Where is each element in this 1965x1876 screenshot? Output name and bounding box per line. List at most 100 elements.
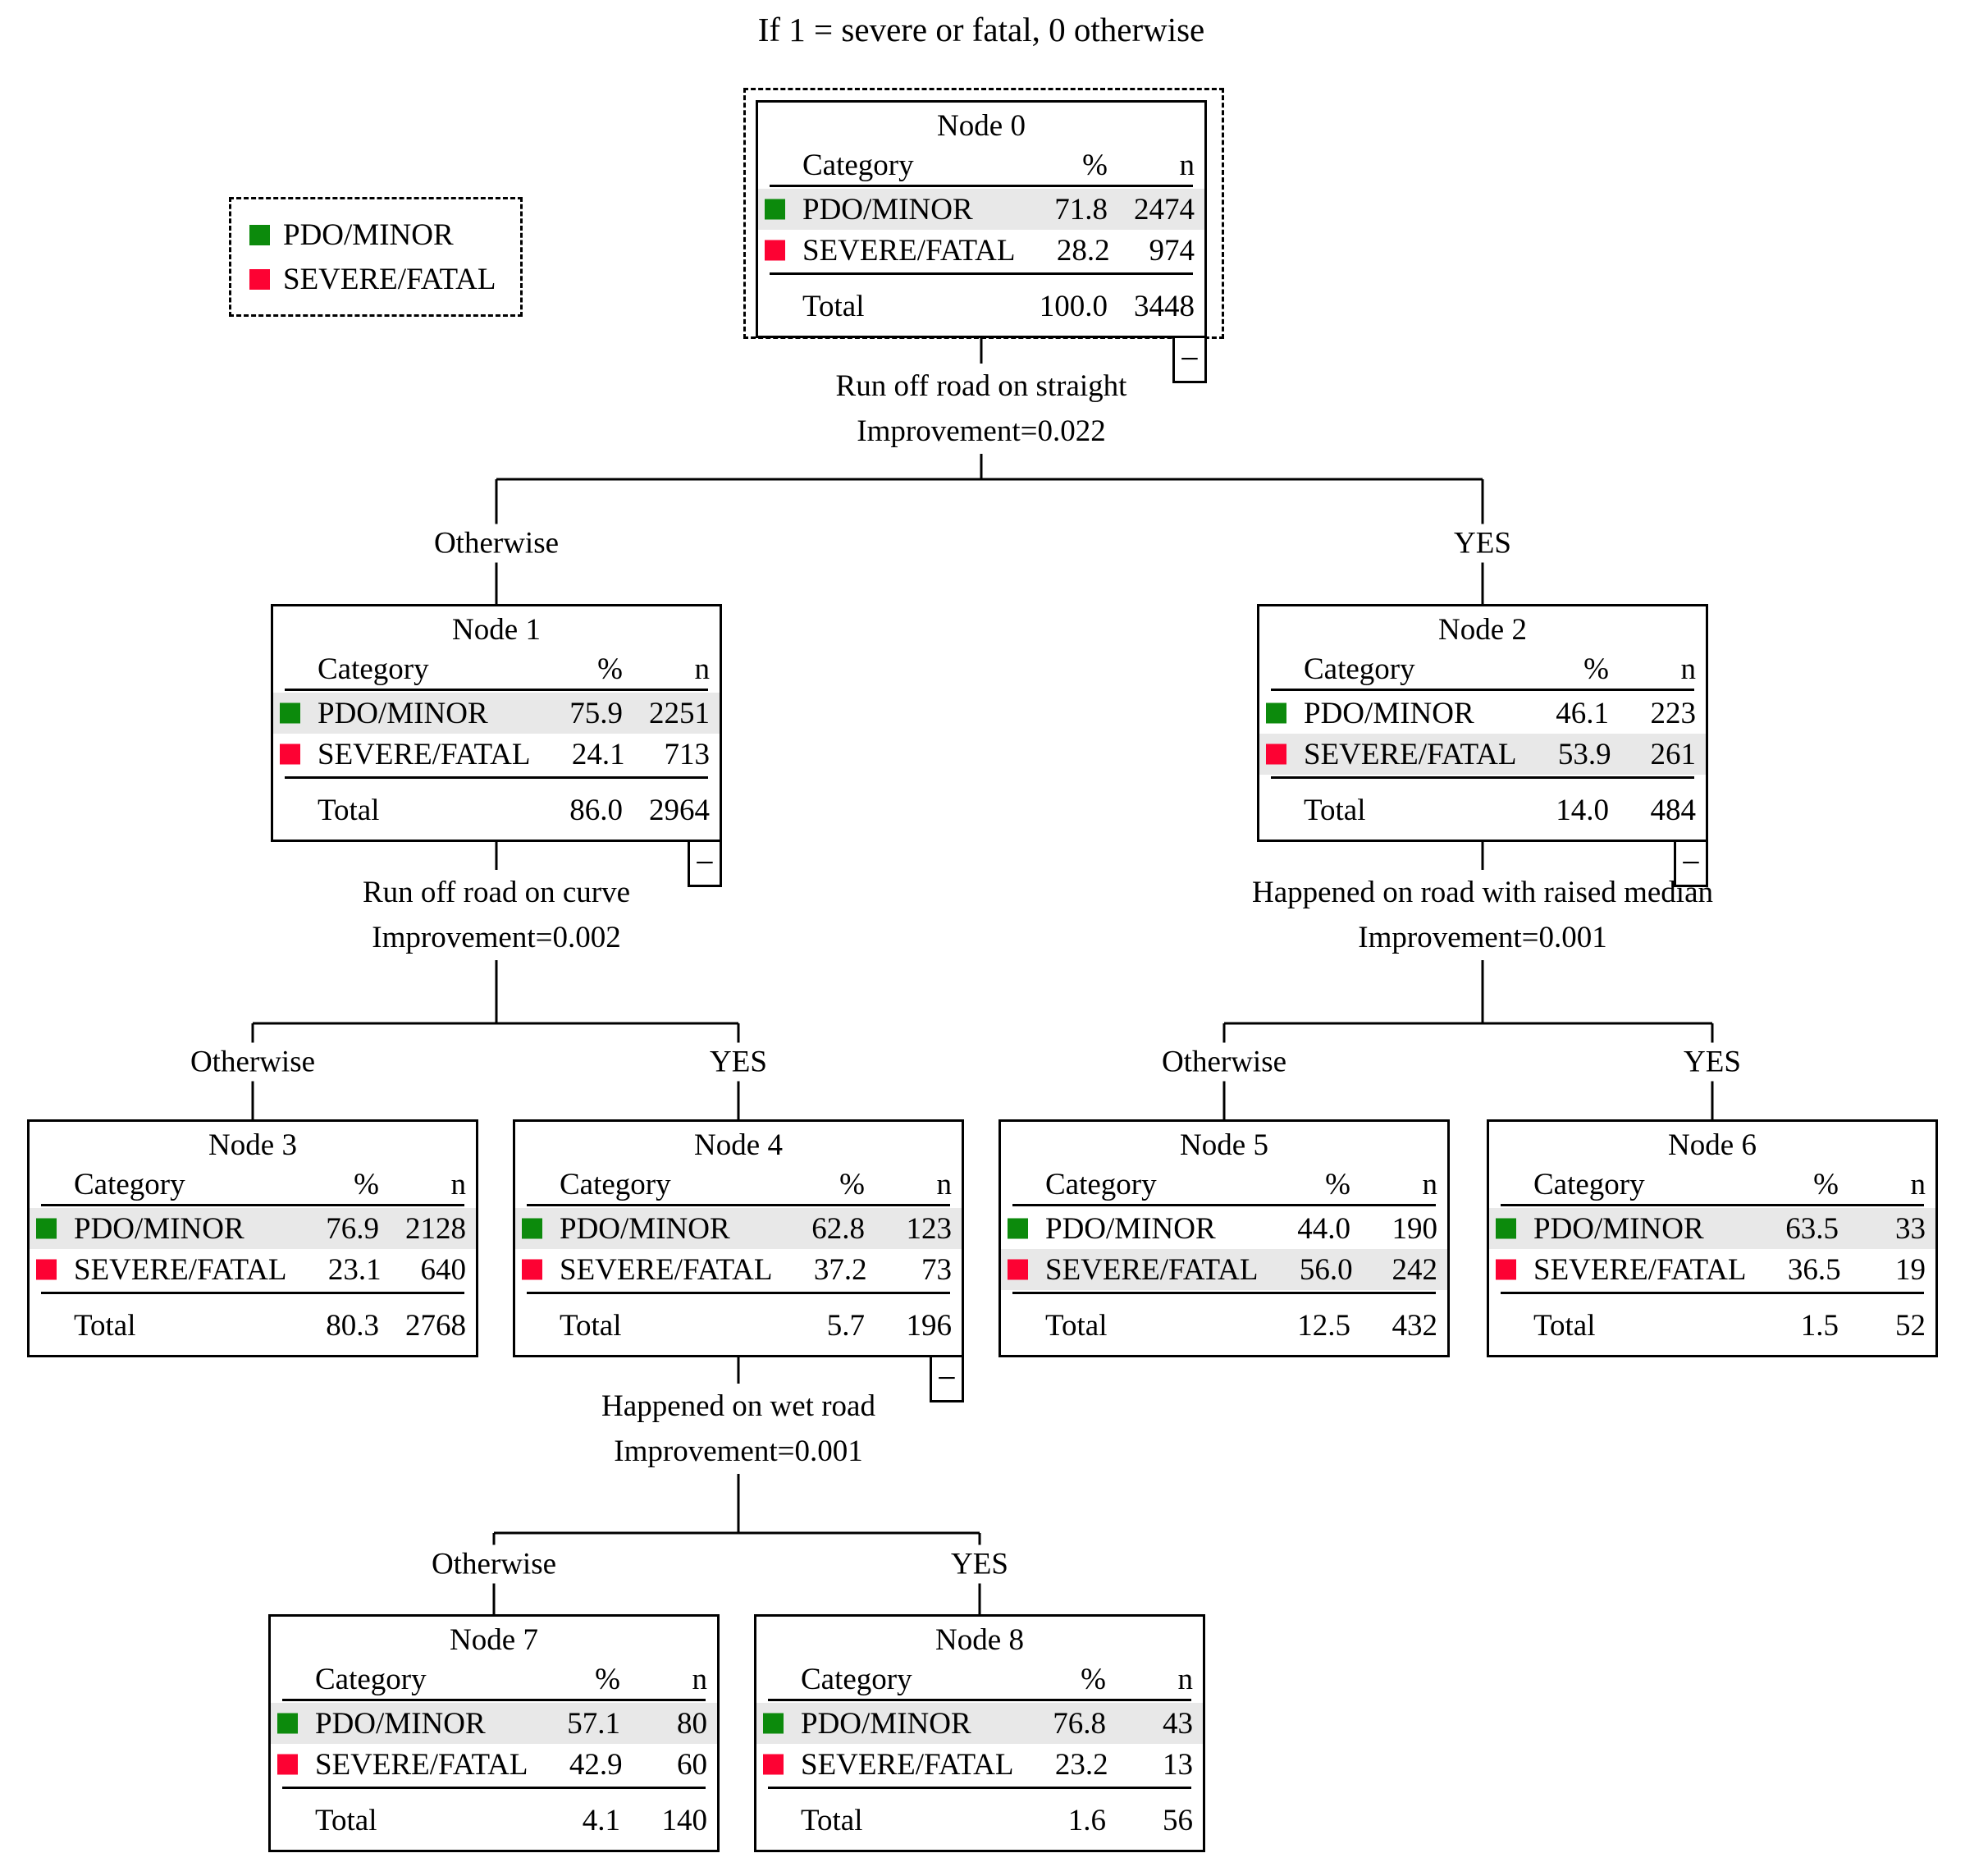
category-row: SEVERE/FATAL 53.9 261 xyxy=(1259,734,1706,775)
severe-fatal-swatch-icon xyxy=(280,744,300,765)
severe-fatal-swatch-icon xyxy=(277,1754,298,1775)
split-variable: Run off road on curve xyxy=(362,876,631,909)
split-label-node-4: Happened on wet road Improvement=0.001 xyxy=(590,1384,887,1474)
branch-label-yes: YES xyxy=(700,1042,777,1082)
pdo-minor-swatch-icon xyxy=(277,1713,298,1734)
total-row: Total 1.5 52 xyxy=(1533,1308,1926,1343)
category-label: PDO/MINOR xyxy=(277,1706,523,1741)
branch-label-otherwise: Otherwise xyxy=(421,1544,567,1584)
divider xyxy=(1501,1204,1924,1206)
divider xyxy=(41,1204,464,1206)
divider xyxy=(527,1292,950,1294)
category-row: PDO/MINOR 46.1 223 xyxy=(1259,693,1706,734)
category-label: SEVERE/FATAL xyxy=(763,1747,1013,1782)
total-row: Total 100.0 3448 xyxy=(802,289,1195,323)
split-variable: Happened on road with raised median xyxy=(1251,876,1714,909)
category-row: SEVERE/FATAL 23.1 640 xyxy=(30,1249,476,1290)
split-improvement: Improvement=0.001 xyxy=(1358,921,1607,954)
branch-label-yes: YES xyxy=(941,1544,1018,1584)
category-row: SEVERE/FATAL 37.2 73 xyxy=(515,1249,962,1290)
node-title: Node 4 xyxy=(694,1128,783,1162)
branch-label-otherwise: Otherwise xyxy=(1151,1042,1297,1082)
severe-fatal-swatch-icon xyxy=(765,240,785,261)
node-5[interactable]: Node 5 Category % n PDO/MINOR 44.0 190 S… xyxy=(998,1119,1450,1357)
divider xyxy=(1012,1204,1436,1206)
split-variable: Happened on wet road xyxy=(601,1389,875,1423)
node-table-header: Category % n xyxy=(315,1662,707,1696)
node-0[interactable]: Node 0 Category % n PDO/MINOR 71.8 2474 … xyxy=(756,100,1207,338)
branch-label-yes: YES xyxy=(1444,524,1521,563)
category-label: SEVERE/FATAL xyxy=(280,737,530,772)
total-row: Total 12.5 432 xyxy=(1045,1308,1437,1343)
pdo-minor-swatch-icon xyxy=(249,224,270,245)
divider xyxy=(768,1787,1191,1789)
severe-fatal-swatch-icon xyxy=(1008,1259,1028,1280)
split-label-node-1: Run off road on curve Improvement=0.002 xyxy=(350,870,642,960)
node-7[interactable]: Node 7 Category % n PDO/MINOR 57.1 80 SE… xyxy=(268,1614,720,1852)
pdo-minor-swatch-icon xyxy=(522,1218,542,1239)
category-row: PDO/MINOR 76.9 2128 xyxy=(30,1208,476,1249)
divider xyxy=(770,185,1193,187)
node-title: Node 7 xyxy=(450,1623,538,1657)
node-title: Node 2 xyxy=(1438,613,1527,647)
node-title: Node 8 xyxy=(935,1623,1024,1657)
pdo-minor-swatch-icon xyxy=(36,1218,57,1239)
node-3[interactable]: Node 3 Category % n PDO/MINOR 76.9 2128 … xyxy=(27,1119,478,1357)
category-row: SEVERE/FATAL 28.2 974 xyxy=(758,230,1204,271)
node-1[interactable]: Node 1 Category % n PDO/MINOR 75.9 2251 … xyxy=(271,604,722,842)
category-label: PDO/MINOR xyxy=(522,1211,768,1247)
node-8[interactable]: Node 8 Category % n PDO/MINOR 76.8 43 SE… xyxy=(754,1614,1205,1852)
node-2[interactable]: Node 2 Category % n PDO/MINOR 46.1 223 S… xyxy=(1257,604,1708,842)
node-title: Node 6 xyxy=(1668,1128,1757,1162)
pdo-minor-swatch-icon xyxy=(1266,702,1286,724)
category-row: PDO/MINOR 62.8 123 xyxy=(515,1208,962,1249)
divider xyxy=(282,1699,706,1701)
split-improvement: Improvement=0.001 xyxy=(614,1434,863,1468)
category-label: SEVERE/FATAL xyxy=(1266,737,1516,772)
divider xyxy=(41,1292,464,1294)
node-table-header: Category % n xyxy=(318,652,710,686)
category-row: PDO/MINOR 76.8 43 xyxy=(756,1703,1203,1744)
pdo-minor-swatch-icon xyxy=(280,702,300,724)
category-row: SEVERE/FATAL 56.0 242 xyxy=(1001,1249,1447,1290)
category-row: PDO/MINOR 44.0 190 xyxy=(1001,1208,1447,1249)
legend-label: SEVERE/FATAL xyxy=(283,262,496,296)
severe-fatal-swatch-icon xyxy=(1496,1259,1516,1280)
node-title: Node 0 xyxy=(937,109,1026,143)
category-label: PDO/MINOR xyxy=(1496,1211,1742,1247)
node-table-header: Category % n xyxy=(802,148,1195,182)
category-label: PDO/MINOR xyxy=(280,696,526,731)
divider xyxy=(1271,776,1694,779)
collapse-node-1-button[interactable]: − xyxy=(688,840,722,887)
total-row: Total 80.3 2768 xyxy=(74,1308,466,1343)
severe-fatal-swatch-icon xyxy=(249,268,270,290)
branch-label-otherwise: Otherwise xyxy=(423,524,569,563)
node-table-header: Category % n xyxy=(560,1167,952,1201)
category-label: SEVERE/FATAL xyxy=(36,1252,286,1288)
pdo-minor-swatch-icon xyxy=(1496,1218,1516,1239)
category-label: SEVERE/FATAL xyxy=(277,1747,528,1782)
split-label-node-2: Happened on road with raised median Impr… xyxy=(1240,870,1725,960)
collapse-node-2-button[interactable]: − xyxy=(1674,840,1708,887)
divider xyxy=(282,1787,706,1789)
total-row: Total 14.0 484 xyxy=(1304,793,1696,827)
collapse-node-4-button[interactable]: − xyxy=(930,1355,964,1402)
node-table-header: Category % n xyxy=(1304,652,1696,686)
category-label: PDO/MINOR xyxy=(1266,696,1512,731)
divider xyxy=(1012,1292,1436,1294)
category-row: SEVERE/FATAL 23.2 13 xyxy=(756,1744,1203,1785)
category-label: PDO/MINOR xyxy=(36,1211,282,1247)
collapse-node-0-button[interactable]: − xyxy=(1172,336,1207,383)
category-label: SEVERE/FATAL xyxy=(522,1252,772,1288)
divider xyxy=(1501,1292,1924,1294)
pdo-minor-swatch-icon xyxy=(1008,1218,1028,1239)
category-label: SEVERE/FATAL xyxy=(1496,1252,1746,1288)
category-row: PDO/MINOR 75.9 2251 xyxy=(273,693,720,734)
node-4[interactable]: Node 4 Category % n PDO/MINOR 62.8 123 S… xyxy=(513,1119,964,1357)
category-label: PDO/MINOR xyxy=(763,1706,1009,1741)
node-title: Node 5 xyxy=(1180,1128,1268,1162)
split-improvement: Improvement=0.022 xyxy=(857,414,1106,448)
divider xyxy=(285,689,708,691)
total-row: Total 1.6 56 xyxy=(801,1803,1193,1837)
node-6[interactable]: Node 6 Category % n PDO/MINOR 63.5 33 SE… xyxy=(1487,1119,1938,1357)
